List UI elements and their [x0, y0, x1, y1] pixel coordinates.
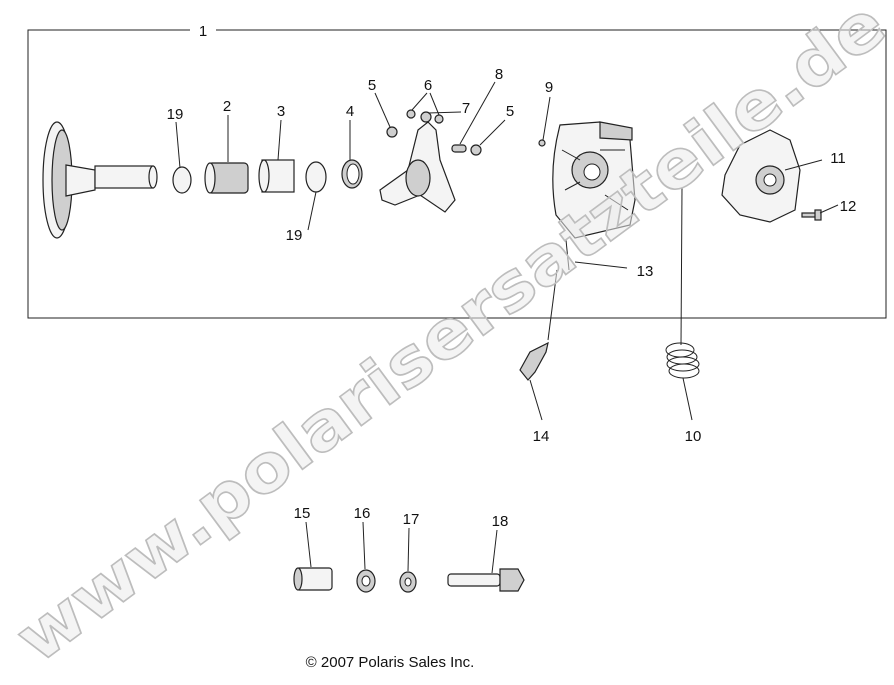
part-bolt-12	[801, 209, 822, 221]
part-sheave-shaft	[42, 121, 158, 239]
part-spring-10	[665, 342, 700, 379]
part-washer-6a	[406, 109, 416, 119]
callout-10: 10	[685, 428, 702, 445]
callout-15: 15	[294, 505, 311, 522]
part-nut-9	[538, 139, 546, 147]
part-bushing-7	[420, 111, 432, 123]
part-bushing-2	[204, 162, 249, 194]
assembly-box	[27, 29, 887, 319]
callout-13: 13	[637, 263, 654, 280]
part-moveable-sheave	[552, 121, 636, 239]
part-spacer-15	[293, 567, 333, 591]
callout-19b: 19	[286, 227, 303, 244]
callout-8: 8	[495, 66, 503, 83]
part-pin-13	[565, 239, 570, 271]
callout-2: 2	[223, 98, 231, 115]
callout-12: 12	[840, 198, 857, 215]
part-washer-6b	[434, 114, 444, 124]
callout-5: 5	[368, 77, 376, 94]
callout-11: 11	[830, 150, 846, 167]
part-weight-14	[519, 341, 549, 381]
callout-17: 17	[403, 511, 420, 528]
callout-6: 6	[424, 77, 432, 94]
part-washer-16	[356, 569, 376, 593]
callout-16: 16	[354, 505, 371, 522]
part-cover-11	[721, 129, 801, 223]
callout-19: 19	[167, 106, 184, 123]
callout-1: 1	[199, 23, 207, 40]
callout-5b: 5	[506, 103, 514, 120]
part-bolt-18	[447, 568, 525, 592]
copyright: © 2007 Polaris Sales Inc.	[306, 654, 475, 671]
callout-9: 9	[545, 79, 553, 96]
leader-lines	[175, 81, 839, 574]
callout-3: 3	[277, 103, 285, 120]
part-seal-4	[341, 159, 363, 189]
part-ring-19b	[305, 161, 327, 193]
callout-14: 14	[533, 428, 550, 445]
callout-18: 18	[492, 513, 509, 530]
part-washer-17	[399, 571, 417, 593]
callout-4: 4	[346, 103, 354, 120]
callout-7: 7	[462, 100, 470, 117]
part-ring-19	[172, 166, 192, 194]
part-roller-5b	[470, 144, 482, 156]
part-spider	[379, 121, 456, 213]
part-pin-8	[451, 144, 467, 153]
part-bushing-3	[258, 159, 295, 193]
part-roller-5	[386, 126, 398, 138]
